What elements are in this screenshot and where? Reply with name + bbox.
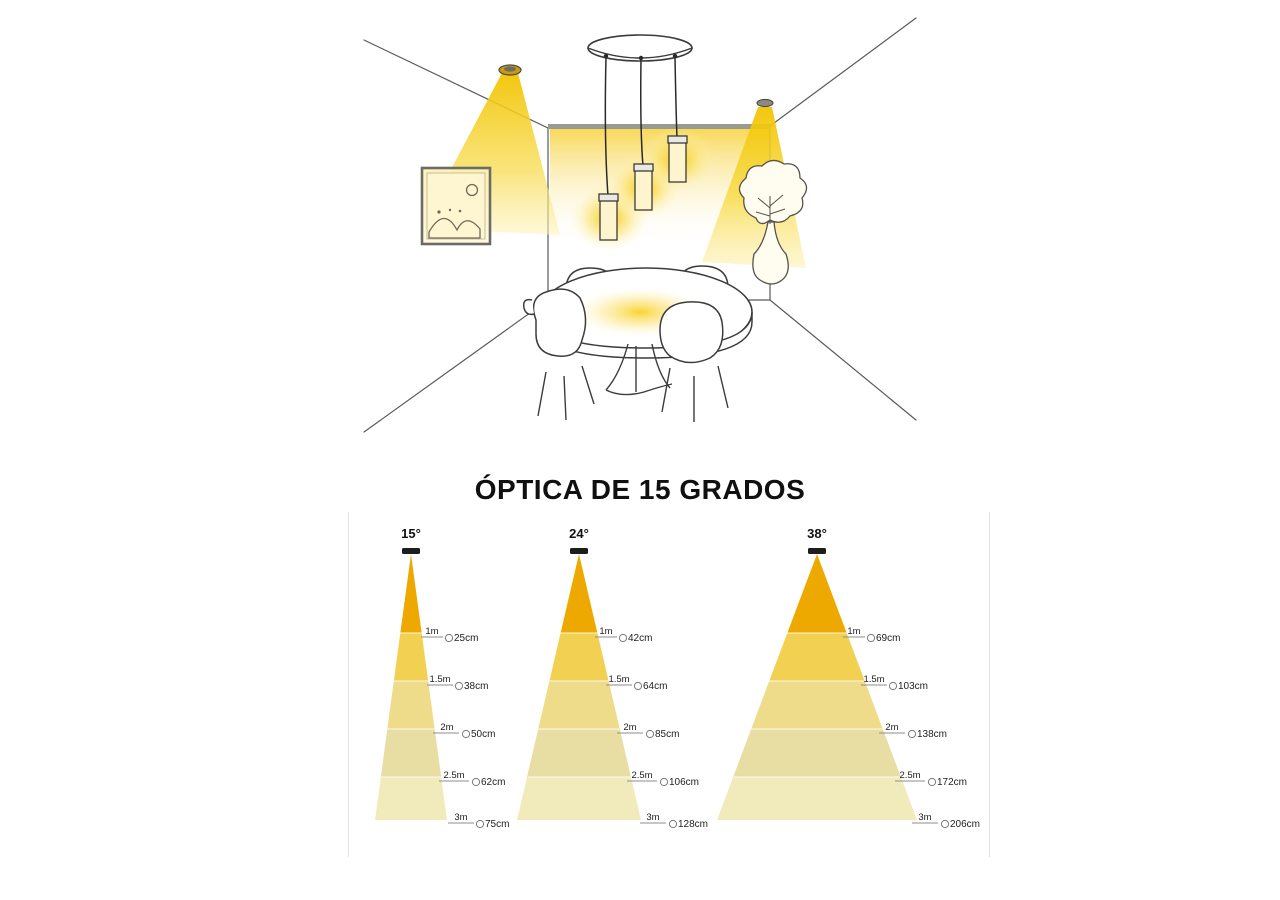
page-title: ÓPTICA DE 15 GRADOS: [474, 474, 806, 505]
measure-row: 3m 206cm: [912, 812, 980, 830]
distance-label: 1.5m: [608, 674, 629, 685]
cone-band-separators-24deg: [528, 632, 631, 778]
table-legs: [605, 343, 673, 396]
beam-angle-diagram: 15° 1m 25cm 1.5m 38cm: [348, 512, 990, 857]
distance-label: 2m: [440, 722, 453, 733]
pendant-cluster: [569, 34, 715, 252]
cone-angle-label-15deg: 15°: [401, 526, 421, 541]
measure-row: 3m 75cm: [448, 812, 509, 830]
measure-row: 2.5m 106cm: [627, 770, 699, 788]
pendant-cord-1: [604, 56, 609, 197]
cone-angle-label-24deg: 24°: [569, 526, 589, 541]
diameter-label: 206cm: [950, 819, 980, 830]
cone-labels-24deg: 1m 42cm 1.5m 64cm 2m 85cm: [595, 626, 708, 830]
diameter-label: 138cm: [917, 729, 947, 740]
pendant-lamp-3: [667, 135, 688, 183]
distance-label: 3m: [918, 812, 931, 823]
cone-angle-label-38deg: 38°: [807, 526, 827, 541]
measure-row: 3m 128cm: [640, 812, 708, 830]
diameter-label: 25cm: [454, 633, 478, 644]
diameter-label: 128cm: [678, 819, 708, 830]
pendant-mount-2: [638, 55, 644, 61]
measure-row: 1m 42cm: [595, 626, 652, 644]
dining-room-lighting-illustration: [363, 17, 917, 433]
measure-row: 1.5m 38cm: [427, 674, 488, 692]
diameter-label: 103cm: [898, 681, 928, 692]
distance-label: 1m: [425, 626, 438, 637]
fixture-bar-38deg: [808, 548, 826, 554]
diameter-label: 106cm: [669, 777, 699, 788]
measure-row: 2.5m 172cm: [895, 770, 967, 788]
distance-label: 1m: [599, 626, 612, 637]
distance-label: 2.5m: [631, 770, 652, 781]
measure-row: 2.5m 62cm: [439, 770, 505, 788]
distance-label: 3m: [454, 812, 467, 823]
pendant-cord-3: [674, 56, 678, 139]
pendant-mount-3: [672, 53, 678, 59]
diameter-label: 64cm: [643, 681, 667, 692]
diameter-label: 85cm: [655, 729, 679, 740]
room-scene-svg: [363, 17, 917, 433]
measure-row: 1m 25cm: [421, 626, 478, 644]
diameter-label: 42cm: [628, 633, 652, 644]
pendant-lamp-1: [598, 193, 619, 241]
diameter-label: 50cm: [471, 729, 495, 740]
dining-set: [522, 265, 753, 422]
diameter-label: 62cm: [481, 777, 505, 788]
beam-diagram-svg: 15° 1m 25cm 1.5m 38cm: [375, 526, 980, 830]
wall-picture-frame: [420, 166, 492, 246]
recessed-spot-left-lens: [504, 66, 516, 72]
diameter-label: 172cm: [937, 777, 967, 788]
cone-band-separators-38deg: [734, 632, 900, 778]
cone-band-separators-15deg: [376, 632, 447, 778]
distance-label: 1.5m: [429, 674, 450, 685]
ceiling-rail: [548, 124, 770, 129]
measure-row: 2m 138cm: [879, 722, 947, 740]
chair-front-right: [659, 301, 729, 422]
measure-row: 2m 50cm: [433, 722, 495, 740]
potted-plant: [738, 159, 808, 285]
distance-label: 2.5m: [899, 770, 920, 781]
measure-row: 1m 69cm: [843, 626, 900, 644]
cone-labels-38deg: 1m 69cm 1.5m 103cm 2m 138cm: [843, 626, 980, 830]
measure-row: 2m 85cm: [617, 722, 679, 740]
distance-label: 3m: [646, 812, 659, 823]
distance-label: 2m: [623, 722, 636, 733]
fixture-bar-15deg: [402, 548, 420, 554]
recessed-spot-right-icon: [756, 98, 774, 108]
distance-label: 2.5m: [443, 770, 464, 781]
distance-label: 2m: [885, 722, 898, 733]
diameter-label: 69cm: [876, 633, 900, 644]
fixture-bar-24deg: [570, 548, 588, 554]
measure-row: 1.5m 103cm: [861, 674, 928, 692]
chair-front-left: [522, 288, 595, 421]
distance-label: 1m: [847, 626, 860, 637]
measure-row: 1.5m 64cm: [606, 674, 667, 692]
pendant-lamp-2: [633, 163, 654, 211]
pendant-cord-2: [640, 58, 644, 167]
distance-label: 1.5m: [863, 674, 884, 685]
diameter-label: 38cm: [464, 681, 488, 692]
pendant-mount-1: [603, 53, 609, 59]
diameter-label: 75cm: [485, 819, 509, 830]
cone-labels-15deg: 1m 25cm 1.5m 38cm 2m 50cm: [421, 626, 509, 830]
